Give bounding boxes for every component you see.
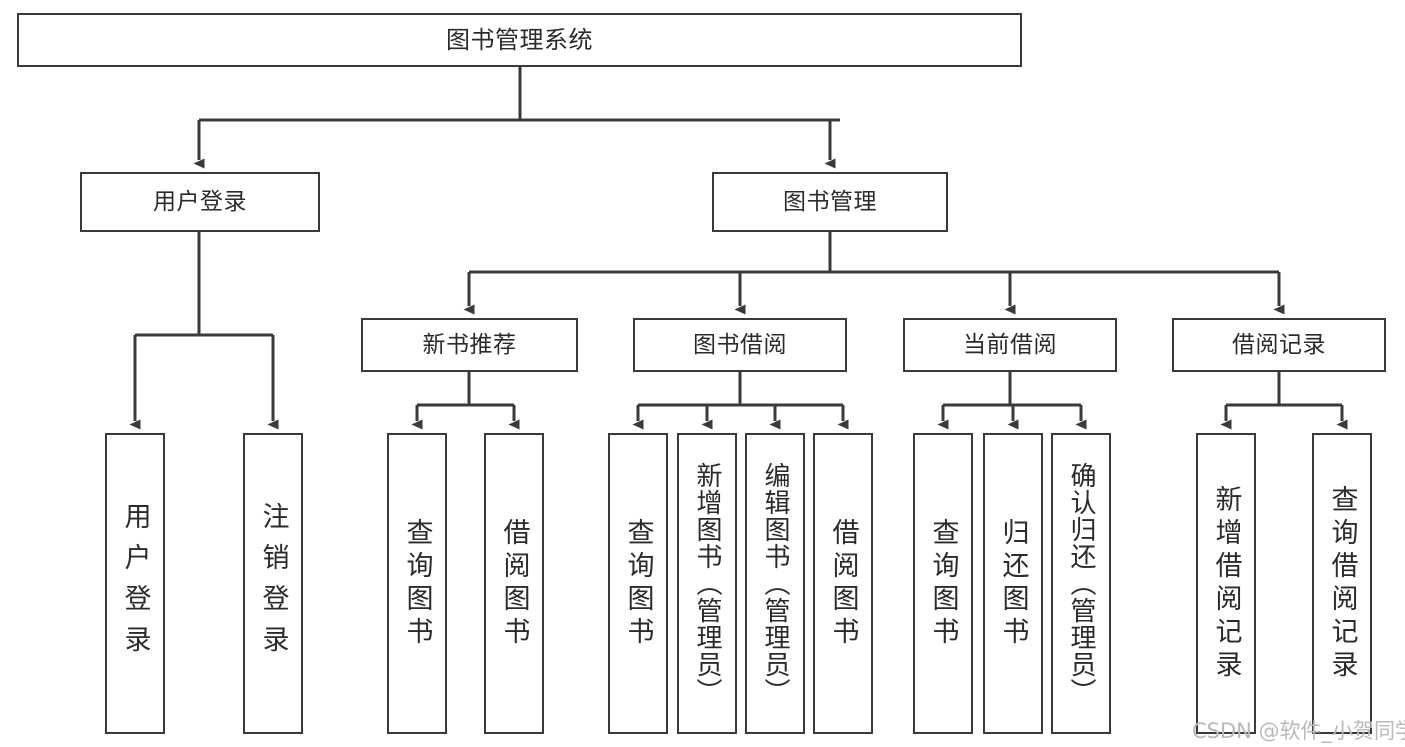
node-current-borrow[interactable]: 当前借阅 [903, 318, 1117, 372]
node-new-book-recommend[interactable]: 新书推荐 [361, 318, 578, 372]
leaf-borrow-book-new-label: 借阅图书 [498, 517, 530, 650]
node-book-management[interactable]: 图书管理 [712, 172, 948, 232]
node-borrow-records[interactable]: 借阅记录 [1172, 318, 1386, 372]
leaf-borrow-book-new[interactable]: 借阅图书 [484, 433, 544, 734]
leaf-query-borrow-record-label: 查询借阅记录 [1326, 484, 1358, 683]
leaf-query-borrow-record[interactable]: 查询借阅记录 [1312, 433, 1372, 734]
leaf-user-logout-label: 注销登录 [257, 501, 289, 666]
leaf-confirm-return-admin[interactable]: 确认归还（管理员） [1051, 433, 1111, 734]
csdn-watermark: CSDN @软件_小贺同学 [1192, 719, 1405, 743]
node-user-login-label: 用户登录 [153, 188, 247, 215]
node-book-borrow[interactable]: 图书借阅 [633, 318, 847, 372]
leaf-borrow-book[interactable]: 借阅图书 [813, 433, 873, 734]
leaf-user-logout[interactable]: 注销登录 [243, 433, 303, 734]
leaf-query-book[interactable]: 查询图书 [608, 433, 668, 734]
leaf-edit-book-admin-label: 编辑图书（管理员） [760, 462, 790, 705]
node-book-management-label: 图书管理 [783, 188, 877, 215]
leaf-add-book-admin[interactable]: 新增图书（管理员） [677, 433, 737, 734]
node-root-label: 图书管理系统 [446, 26, 593, 54]
leaf-borrow-book-label: 借阅图书 [827, 517, 859, 650]
leaf-query-book-new-label: 查询图书 [401, 517, 433, 650]
node-user-login[interactable]: 用户登录 [80, 172, 320, 232]
leaf-query-book-current-label: 查询图书 [927, 517, 959, 650]
leaf-query-book-new[interactable]: 查询图书 [387, 433, 447, 734]
leaf-add-borrow-record[interactable]: 新增借阅记录 [1196, 433, 1256, 734]
node-current-borrow-label: 当前借阅 [963, 331, 1057, 358]
node-new-book-recommend-label: 新书推荐 [422, 331, 517, 358]
leaf-user-login[interactable]: 用户登录 [105, 433, 165, 734]
leaf-user-login-label: 用户登录 [119, 501, 151, 666]
leaf-return-book[interactable]: 归还图书 [983, 433, 1043, 734]
leaf-edit-book-admin[interactable]: 编辑图书（管理员） [745, 433, 805, 734]
leaf-query-book-current[interactable]: 查询图书 [913, 433, 973, 734]
node-book-borrow-label: 图书借阅 [693, 331, 787, 358]
leaf-confirm-return-admin-label: 确认归还（管理员） [1066, 462, 1096, 705]
leaf-add-book-admin-label: 新增图书（管理员） [692, 462, 722, 705]
leaf-query-book-label: 查询图书 [622, 517, 654, 650]
node-root-system[interactable]: 图书管理系统 [17, 13, 1022, 67]
leaf-add-borrow-record-label: 新增借阅记录 [1210, 484, 1242, 683]
leaf-return-book-label: 归还图书 [997, 517, 1029, 650]
node-borrow-records-label: 借阅记录 [1232, 331, 1326, 358]
